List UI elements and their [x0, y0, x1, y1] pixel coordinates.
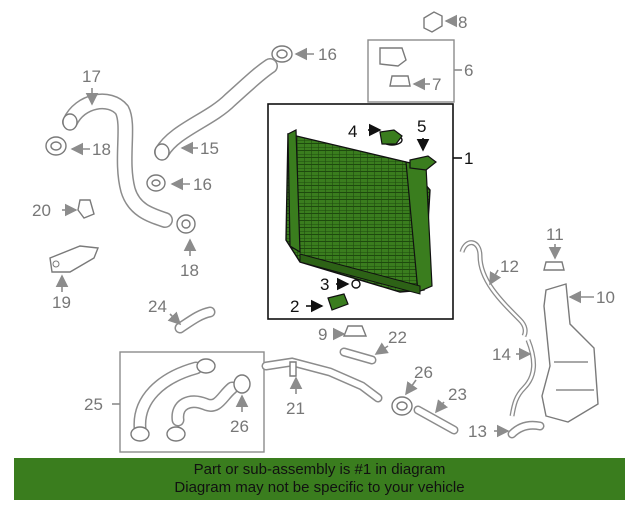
- callout-8: 8: [458, 13, 467, 32]
- callout-26-right: 26: [414, 363, 433, 382]
- radiator-highlight-box: [267, 103, 454, 320]
- callout-9: 9: [318, 325, 327, 344]
- callout-22: 22: [388, 328, 407, 347]
- callout-20: 20: [32, 201, 51, 220]
- part-6-bracket-assembly[interactable]: 7 6: [367, 39, 473, 103]
- callout-6: 6: [464, 61, 473, 80]
- part-17-upper-hose[interactable]: 17: [62, 67, 173, 228]
- part-14-tube[interactable]: 14: [492, 339, 536, 417]
- part-15-lower-hose[interactable]: 15: [154, 58, 278, 161]
- notice-line-2: Diagram may not be specific to your vehi…: [174, 479, 465, 496]
- radiator-parts-diagram: 8 16 7 6 17 15 18: [32, 11, 615, 453]
- callout-2: 2: [290, 297, 299, 316]
- callout-15: 15: [200, 139, 219, 158]
- callout-24: 24: [148, 297, 167, 316]
- callout-23: 23: [448, 385, 467, 404]
- callout-16-top: 16: [318, 45, 337, 64]
- callout-25: 25: [84, 395, 103, 414]
- callout-16-middle: 16: [193, 175, 212, 194]
- notice-line-1: Part or sub-assembly is #1 in diagram: [193, 461, 446, 478]
- callout-17: 17: [82, 67, 101, 86]
- part-25-hose-kit[interactable]: 26 25: [84, 351, 265, 453]
- part-19-bracket[interactable]: 19: [49, 245, 99, 312]
- callout-3: 3: [320, 275, 329, 294]
- callout-12: 12: [500, 257, 519, 276]
- callout-7: 7: [432, 75, 441, 94]
- part-23-hose[interactable]: 23: [413, 385, 467, 435]
- callout-19: 19: [52, 293, 71, 312]
- callout-18-upper: 18: [92, 140, 111, 159]
- callout-10: 10: [596, 288, 615, 307]
- part-12-overflow-tube[interactable]: 12: [459, 240, 528, 338]
- part-11-reservoir-cap[interactable]: 11: [543, 225, 565, 271]
- part-18-clamp-lower[interactable]: 18: [176, 214, 199, 280]
- part-22-hose[interactable]: 22: [339, 328, 407, 365]
- callout-26-left: 26: [230, 417, 249, 436]
- callout-21: 21: [286, 399, 305, 418]
- part-20-bracket[interactable]: 20: [32, 199, 95, 220]
- part-9-fitting[interactable]: 9: [318, 325, 368, 344]
- part-18-clamp-upper[interactable]: 18: [45, 136, 111, 159]
- part-16-clamp-middle[interactable]: 16: [146, 174, 212, 194]
- callout-5: 5: [417, 117, 426, 136]
- callout-14: 14: [492, 345, 511, 364]
- callout-4: 4: [348, 122, 357, 141]
- callout-1: 1: [464, 149, 473, 168]
- diagram-notice-banner: Part or sub-assembly is #1 in diagram Di…: [14, 458, 625, 500]
- part-8-plug[interactable]: 8: [423, 11, 467, 33]
- callout-18-lower: 18: [180, 261, 199, 280]
- part-16-clamp-top[interactable]: 16: [271, 45, 337, 64]
- part-10-reservoir-tank[interactable]: 10: [541, 283, 615, 423]
- part-1-radiator[interactable]: [285, 129, 437, 311]
- part-13-hose[interactable]: 13: [468, 420, 545, 441]
- part-21-pipe[interactable]: 21: [261, 357, 383, 418]
- callout-11: 11: [546, 225, 564, 244]
- part-26-clamp-right[interactable]: 26: [391, 363, 433, 416]
- callout-13: 13: [468, 422, 487, 441]
- part-24-hose[interactable]: 24: [148, 297, 216, 334]
